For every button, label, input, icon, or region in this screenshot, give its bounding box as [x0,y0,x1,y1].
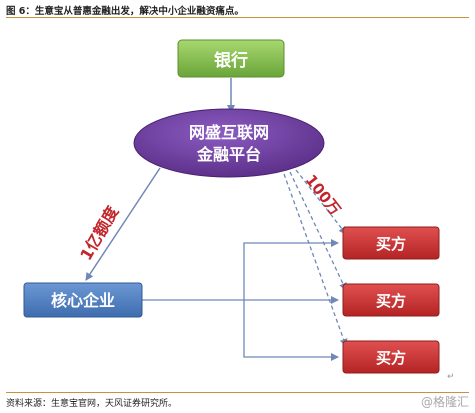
connectors [85,78,348,361]
core-enterprise-node: 核心企业 [23,282,143,318]
buyer-label: 买方 [376,235,406,253]
buyer-label: 买方 [376,292,406,310]
per-buyer-amount-label: 100万 [302,171,345,219]
arrow-core-to-buyer3 [243,300,339,361]
bank-node: 银行 [177,39,285,78]
top-rule [6,17,469,18]
buyer-node-2: 买方 [342,283,440,317]
arrow-core-to-buyer1 [243,239,339,300]
platform-label-line2: 金融平台 [196,145,261,164]
arrow-platform-to-core [85,167,161,281]
watermark: @格隆汇 [420,395,469,409]
dashed-arrow-platform-to-buyer2 [289,171,347,291]
buyer-node-3: 买方 [342,340,440,374]
core-enterprise-label: 核心企业 [51,291,115,310]
figure-caption: 图 6：生意宝从普惠金融出发，解决中小企业融资痛点。 [6,6,244,17]
platform-label-line1: 网盛互联网 [189,123,269,142]
bottom-rule [6,392,469,393]
credit-limit-label: 1亿额度 [76,202,123,264]
source-note: 资料来源：生意宝官网，天风证券研究所。 [6,399,178,409]
bank-label: 银行 [214,50,248,71]
platform-node: 网盛互联网 金融平台 [133,108,325,178]
dashed-arrow-platform-to-buyer3 [283,173,348,347]
buyer-label: 买方 [376,349,406,367]
paragraph-mark-icon: ↵ [447,372,455,382]
buyer-node-1: 买方 [342,226,440,260]
